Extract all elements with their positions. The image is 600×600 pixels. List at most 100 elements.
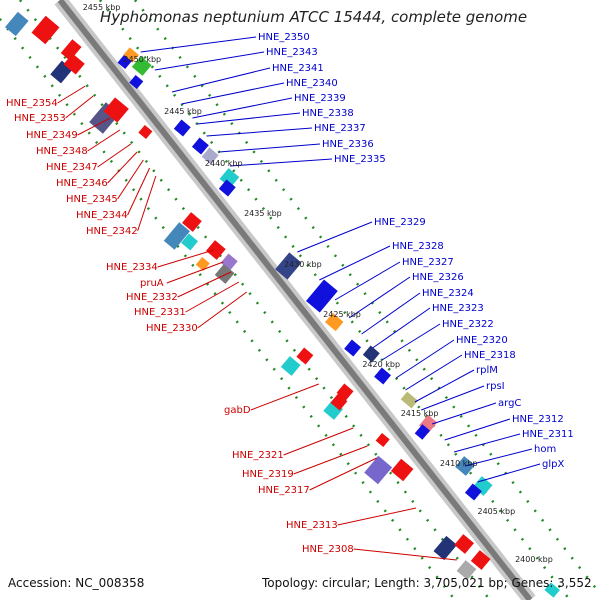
backbone (54, 0, 536, 600)
gene-label-left: HNE_2332 (126, 292, 178, 303)
leader-line (65, 95, 94, 119)
leader-line (206, 127, 313, 137)
gene-label-left: HNE_2331 (134, 307, 186, 318)
leader-line (192, 97, 293, 119)
gene-label-right: HNE_2341 (272, 63, 324, 74)
gene-label-left: HNE_2344 (76, 210, 128, 221)
leader-line (381, 323, 441, 361)
leader-line (197, 112, 301, 125)
gene-feature (123, 47, 139, 63)
leader-line (177, 271, 232, 298)
gene-feature (362, 345, 380, 363)
leader-line (319, 245, 391, 281)
leader-line (372, 307, 431, 349)
gene-label-right: HNE_2328 (392, 241, 444, 252)
leader-line (117, 159, 144, 200)
gene-label-left: HNE_2349 (26, 130, 78, 141)
gene-label-left: HNE_2354 (6, 98, 58, 109)
gene-label-right: HNE_2320 (456, 335, 508, 346)
leader-line (166, 261, 224, 284)
gene-label-left: HNE_2313 (286, 520, 338, 531)
tick-label: 2425 kbp (323, 310, 361, 319)
leader-line (157, 249, 214, 268)
gene-feature (205, 240, 226, 260)
gene-feature (173, 119, 191, 137)
leader-line (185, 281, 240, 313)
gene-label-right: HNE_2350 (258, 32, 310, 43)
gene-feature (400, 391, 418, 409)
leader-line (431, 402, 497, 425)
leader-line (293, 445, 368, 475)
gene-label-right: HNE_2324 (422, 288, 474, 299)
gene-feature (103, 97, 129, 123)
tick-label: 2430 kbp (284, 260, 322, 269)
gene-feature (470, 550, 491, 570)
leader-line (420, 385, 485, 411)
leader-line (453, 433, 521, 453)
leader-line (348, 276, 411, 319)
leader-line (87, 129, 121, 152)
gene-label-left: HNE_2330 (146, 323, 198, 334)
leader-line (229, 158, 333, 167)
leader-line (250, 383, 319, 411)
leader-line (127, 167, 151, 216)
label-leader-lines (57, 36, 541, 561)
gene-feature (305, 279, 338, 313)
gene-feature (456, 560, 477, 580)
gene-feature (454, 534, 474, 554)
gene-feature (138, 124, 153, 140)
gene-label-right: HNE_2322 (442, 319, 494, 330)
gene-feature (63, 53, 85, 75)
gene-label-right: HNE_2339 (294, 93, 346, 104)
gene-feature (375, 432, 390, 448)
tick-dot-line (19, 0, 491, 600)
leader-line (337, 507, 417, 526)
gene-feature (414, 424, 431, 440)
leader-line (283, 427, 354, 456)
tick-label: 2450 kbp (123, 55, 161, 64)
gene-feature (191, 137, 209, 155)
gene-label-right: hom (534, 444, 556, 455)
gene-features (5, 11, 560, 598)
leader-line (405, 354, 463, 391)
gene-label-right: HNE_2326 (412, 272, 464, 283)
gene-feature (344, 339, 362, 357)
gene-label-right: glpX (542, 459, 564, 470)
gene-label-right: argC (498, 398, 521, 409)
gene-label-left: HNE_2321 (232, 450, 284, 461)
tick-dot-line (0, 17, 456, 600)
gene-feature (464, 483, 482, 501)
gene-label-right: HNE_2318 (464, 350, 516, 361)
tick-label: 2440 kbp (205, 159, 243, 168)
gene-feature (280, 356, 301, 376)
gene-label-left: HNE_2334 (106, 262, 158, 273)
leader-line (154, 51, 265, 71)
tick-label: 2435 kbp (244, 209, 282, 218)
leader-line (361, 292, 421, 335)
gene-feature (364, 455, 393, 485)
tick-label: 2445 kbp (164, 107, 202, 116)
tick-label: 2415 kbp (401, 409, 439, 418)
gene-feature (129, 74, 144, 90)
gene-label-right: HNE_2336 (322, 139, 374, 150)
leader-line (57, 85, 86, 104)
leader-line (137, 175, 157, 232)
gene-label-right: HNE_2312 (512, 414, 564, 425)
gene-label-right: HNE_2329 (374, 217, 426, 228)
gene-label-left: pruA (140, 278, 164, 289)
gene-feature (544, 582, 560, 598)
map-title: Hyphomonas neptunium ATCC 15444, complet… (100, 8, 528, 26)
leader-line (107, 151, 138, 184)
gene-feature (433, 535, 458, 561)
gene-feature (390, 458, 414, 482)
leader-line (97, 143, 132, 168)
gene-label-left: HNE_2353 (14, 113, 66, 124)
gene-label-right: HNE_2335 (334, 154, 386, 165)
gene-label-left: HNE_2317 (258, 485, 310, 496)
gene-feature (182, 212, 202, 232)
leader-line (297, 221, 373, 253)
gene-labels-right: HNE_2350HNE_2343HNE_2341HNE_2340HNE_2339… (258, 32, 574, 470)
leader-line (334, 261, 401, 301)
tick-dot-line (134, 0, 600, 596)
gene-feature (330, 393, 348, 411)
